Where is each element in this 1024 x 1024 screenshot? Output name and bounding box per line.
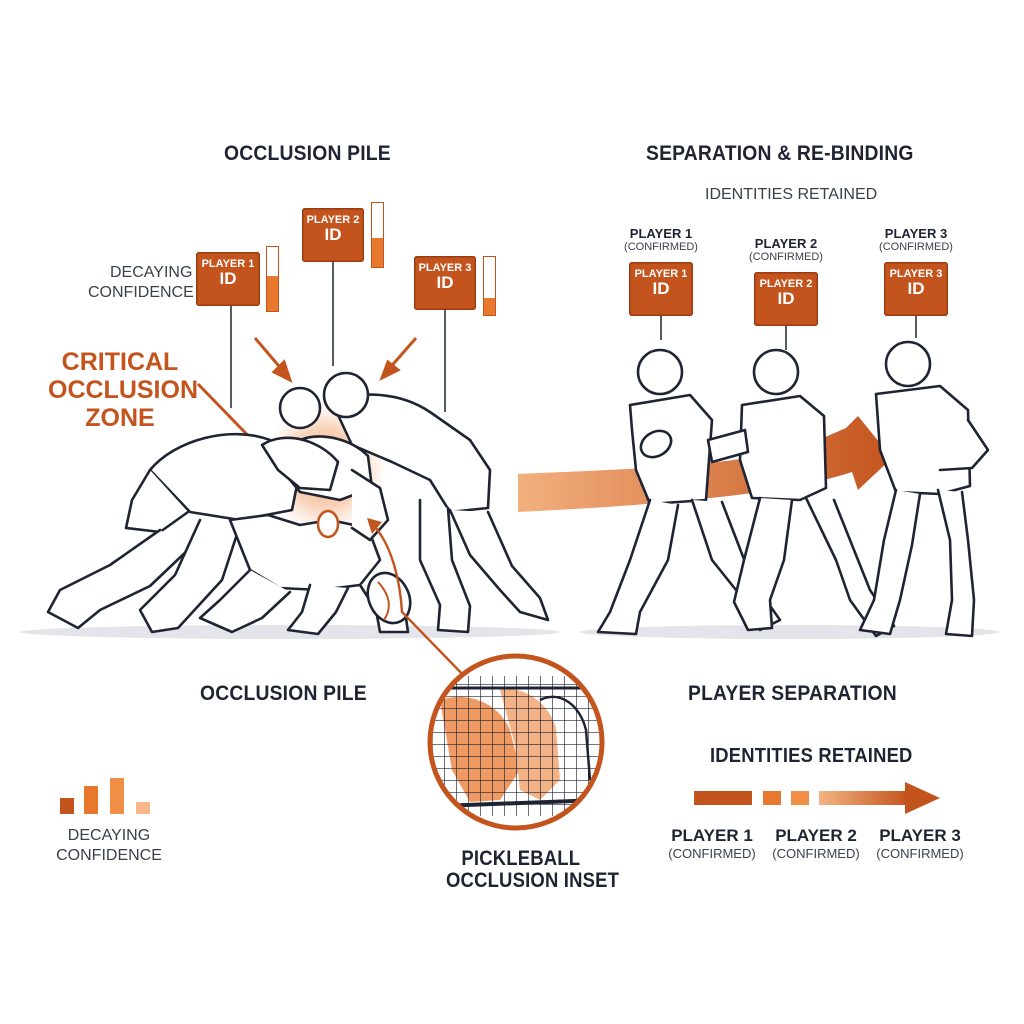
critical-occlusion-zone-label: CRITICAL OCCLUSION ZONE bbox=[48, 348, 198, 432]
player-2-tag: PLAYER 2 ID bbox=[302, 208, 364, 262]
inset-label-line-2: OCCLUSION INSET bbox=[446, 869, 620, 892]
left-panel-title: OCCLUSION PILE bbox=[224, 142, 391, 165]
right-panel-subtitle: IDENTITIES RETAINED bbox=[705, 186, 878, 203]
pickleball-inset bbox=[427, 653, 605, 831]
bottom-player-1-status: (CONFIRMED) bbox=[668, 846, 756, 861]
player-2-tag-name: PLAYER 2 bbox=[306, 214, 360, 226]
bottom-player-1: PLAYER 1 (CONFIRMED) bbox=[660, 826, 764, 861]
player-2-confidence-bar bbox=[371, 202, 384, 268]
player-3-tag-id: ID bbox=[436, 273, 454, 292]
right-player-2-tag: PLAYER 2 ID bbox=[754, 272, 818, 326]
right-player-2-tag-name: PLAYER 2 bbox=[759, 278, 813, 290]
bottom-decaying-confidence-label: DECAYING CONFIDENCE bbox=[48, 826, 170, 866]
critical-line-3: ZONE bbox=[85, 404, 155, 432]
bottom-player-3-name: PLAYER 3 bbox=[879, 826, 961, 845]
right-player-3-status: (CONFIRMED) bbox=[879, 241, 953, 253]
bottom-player-1-name: PLAYER 1 bbox=[671, 826, 753, 845]
ball-in-pile bbox=[316, 509, 340, 539]
right-player-2-status: (CONFIRMED) bbox=[749, 251, 823, 263]
right-player-3-tag: PLAYER 3 ID bbox=[884, 262, 948, 316]
bottom-decaying-word: DECAYING bbox=[67, 827, 151, 844]
right-player-2-label: PLAYER 2 (CONFIRMED) bbox=[735, 236, 837, 263]
confidence-legend-bars bbox=[60, 778, 150, 814]
critical-line-2: OCCLUSION bbox=[48, 376, 198, 404]
player-1-tag-id: ID bbox=[219, 269, 237, 288]
identities-retained-label: IDENTITIES RETAINED bbox=[710, 745, 913, 767]
right-player-3-name: PLAYER 3 bbox=[884, 226, 948, 241]
right-player-2-name: PLAYER 2 bbox=[754, 236, 818, 251]
bottom-confidence-word: CONFIDENCE bbox=[56, 847, 162, 864]
player-1-tag: PLAYER 1 ID bbox=[196, 252, 260, 306]
right-panel-title: SEPARATION & RE-BINDING bbox=[646, 142, 914, 165]
scrum-players bbox=[46, 371, 550, 636]
right-player-3-label: PLAYER 3 (CONFIRMED) bbox=[865, 226, 967, 253]
right-player-1-label: PLAYER 1 (CONFIRMED) bbox=[610, 226, 712, 253]
player-2-tag-id: ID bbox=[324, 225, 342, 244]
ground-shadow-right bbox=[580, 625, 1000, 639]
right-player-1-name: PLAYER 1 bbox=[629, 226, 693, 241]
player-1-tag-name: PLAYER 1 bbox=[201, 258, 255, 270]
right-player-1-tag: PLAYER 1 ID bbox=[629, 262, 693, 316]
inset-label-line-1: PICKLEBALL bbox=[461, 847, 581, 870]
bottom-player-2-status: (CONFIRMED) bbox=[772, 846, 860, 861]
bottom-player-2-name: PLAYER 2 bbox=[775, 826, 857, 845]
player-separation-label: PLAYER SEPARATION bbox=[688, 682, 897, 705]
right-player-2-tag-id: ID bbox=[777, 289, 795, 308]
bottom-player-3-status: (CONFIRMED) bbox=[876, 846, 964, 861]
player-1-confidence-bar bbox=[266, 246, 279, 312]
decaying-confidence-label: DECAYING bbox=[110, 263, 193, 283]
inset-connector bbox=[375, 527, 471, 683]
bottom-occlusion-pile-label: OCCLUSION PILE bbox=[200, 682, 367, 705]
confidence-word: CONFIDENCE bbox=[88, 284, 194, 301]
separated-players bbox=[596, 340, 990, 638]
decaying-word: DECAYING bbox=[110, 264, 193, 281]
bottom-player-2: PLAYER 2 (CONFIRMED) bbox=[764, 826, 868, 861]
tag-connectors-left bbox=[230, 262, 446, 412]
right-player-1-status: (CONFIRMED) bbox=[624, 241, 698, 253]
pickleball-inset-label: PICKLEBALL OCCLUSION INSET bbox=[446, 847, 620, 892]
player-3-tag: PLAYER 3 ID bbox=[414, 256, 476, 310]
right-player-3-tag-name: PLAYER 3 bbox=[889, 268, 943, 280]
right-player-1-tag-name: PLAYER 1 bbox=[634, 268, 688, 280]
tag-connectors-right bbox=[660, 316, 917, 350]
critical-line-1: CRITICAL bbox=[61, 348, 179, 376]
right-player-3-tag-id: ID bbox=[907, 279, 925, 298]
right-player-1-tag-id: ID bbox=[652, 279, 670, 298]
player-3-confidence-bar bbox=[483, 256, 496, 316]
bottom-player-3: PLAYER 3 (CONFIRMED) bbox=[868, 826, 972, 861]
identities-arrow bbox=[694, 782, 940, 814]
player-3-tag-name: PLAYER 3 bbox=[418, 262, 472, 274]
